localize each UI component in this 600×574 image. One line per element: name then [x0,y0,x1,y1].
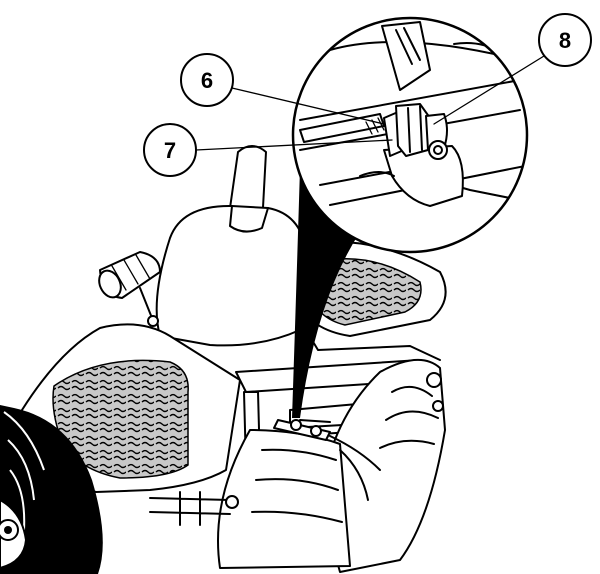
leader-6 [231,87,385,125]
tractor-body [0,145,447,574]
leader-7 [195,139,393,151]
front-tire [0,405,103,574]
callout-7: 7 [143,123,197,177]
callout-7-label: 7 [164,138,176,163]
lower-housing [217,429,351,569]
engine-housing [319,358,446,573]
pedal-knob [98,251,161,327]
callout-8-label: 8 [559,28,571,53]
callout-6-label: 6 [201,68,213,93]
leader-8 [433,55,545,125]
magnifier-detail [291,16,529,254]
callout-6: 6 [180,53,234,107]
callout-8: 8 [538,13,592,67]
leader-lines [195,55,545,151]
